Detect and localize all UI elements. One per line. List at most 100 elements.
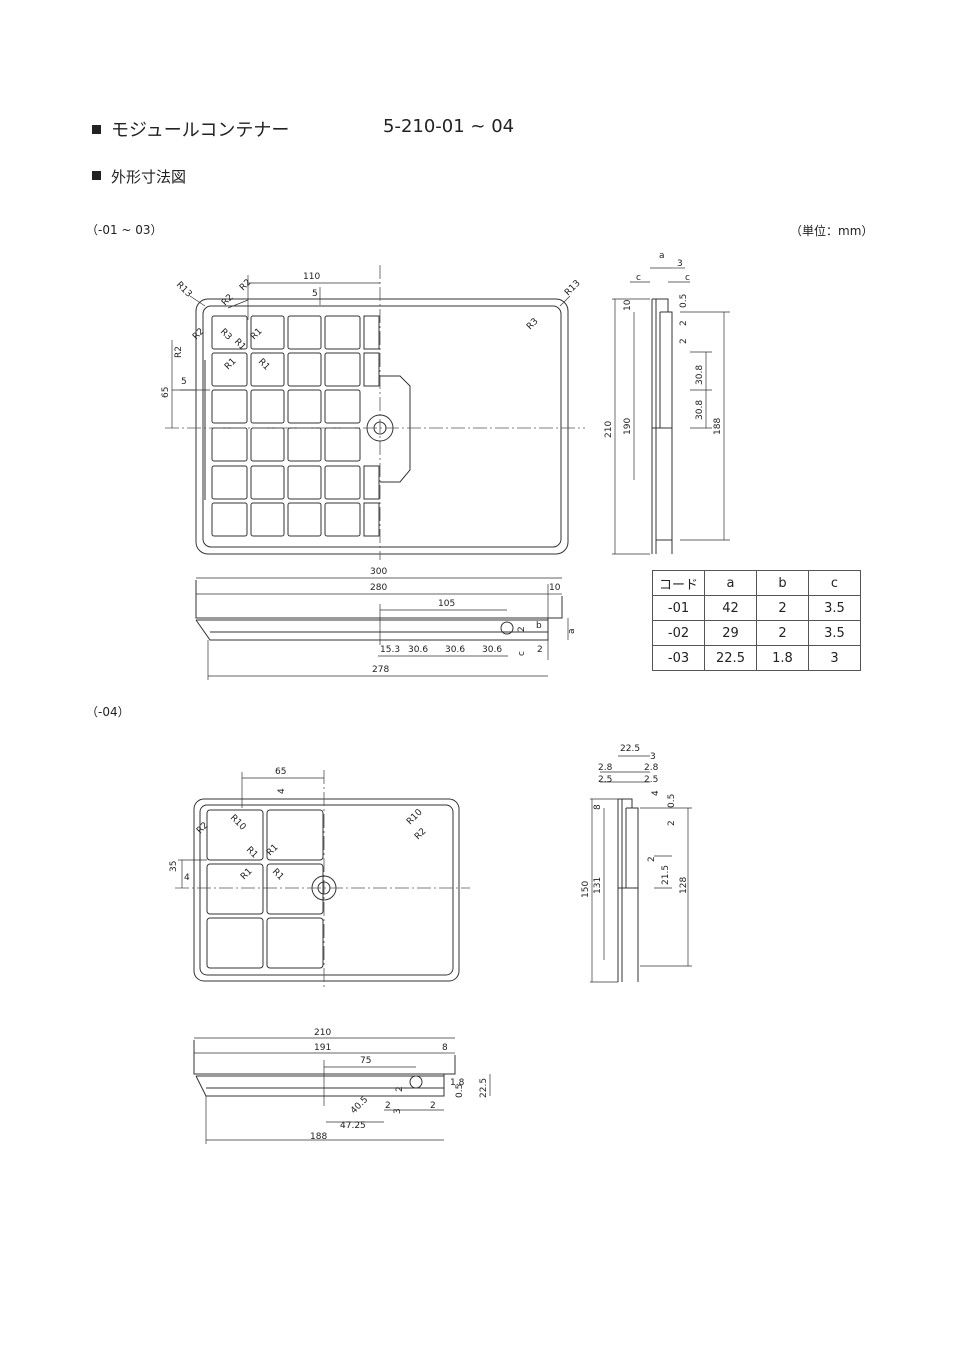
front-dim-b: b [536,621,542,631]
front-dim-2: 2 [517,626,527,632]
side04-dim-2-5-a: 2.5 [598,775,612,785]
side-dim-0-5: 0.5 [679,294,689,308]
dim04-r10-b: R10 [405,807,425,827]
unit-label: （単位：mm） [790,224,874,238]
side-dim-188: 188 [713,418,723,435]
drawing-04: 65 4 R10 R10 R2 R2 R1 R1 R1 R1 35 4 22.5… [169,744,692,1144]
dim-5-b: 5 [181,377,187,387]
table-cell: 2 [756,620,809,646]
side04-dim-2-5-b: 2.5 [644,775,658,785]
front-view-04 [193,1040,456,1097]
dim-r3-b: R3 [525,317,541,333]
table-header: a [704,570,757,596]
top-view-04-grid-cells [206,809,324,969]
table-row: -03 22.5 1.8 3 [652,645,861,671]
top-view-04-outline [193,798,460,982]
dim04-r10-a: R10 [228,813,248,833]
table-header-row: コード a b c [652,570,861,596]
front-dim-c: c [517,651,527,656]
top-view-outline [195,298,569,555]
dim-r3-a: R3 [218,327,234,343]
dim04-r1-a: R1 [244,845,260,861]
side04-dim-3: 3 [650,752,656,762]
dim-5: 5 [312,289,318,299]
side04-dim-22-5: 22.5 [620,744,640,754]
front-dim-2-b: 2 [537,645,543,655]
side-dim-a: a [659,251,665,261]
table-header: b [756,570,809,596]
side-dim-2a: 2 [679,320,689,326]
side-dim-10: 10 [623,299,633,311]
table-row: -01 42 2 3.5 [652,595,861,621]
dim04-r2-a: R2 [195,821,211,837]
front-dim-30-6-c: 30.6 [482,645,502,655]
dim04-65: 65 [275,767,286,777]
table-cell: -03 [652,645,705,671]
side-dim-3: 3 [677,259,683,269]
side04-dim-2-8-a: 2.8 [598,763,613,773]
front04-dim-188: 188 [310,1132,327,1142]
dim04-4: 4 [277,788,287,794]
front-dim-30-6-a: 30.6 [408,645,428,655]
front-dim-15-3: 15.3 [380,645,400,655]
table-cell: 22.5 [704,645,757,671]
front-dim-280: 280 [370,583,387,593]
dim04-r1-c: R1 [239,867,255,883]
table-cell: 2 [756,595,809,621]
front04-dim-2-a: 2 [395,1086,405,1092]
dim-r13-right: R13 [563,279,583,299]
front-dim-30-6-b: 30.6 [445,645,465,655]
side04-dim-2-8-b: 2.8 [644,763,659,773]
dim-r1-c: R1 [223,357,239,373]
dim04-4-b: 4 [184,873,190,883]
dim-r2-c: R2 [191,327,207,343]
front-dim-278: 278 [372,665,389,675]
section-title: 外形寸法図 [111,168,187,186]
side04-dim-4: 4 [651,790,661,796]
side04-dim-2-b: 2 [647,856,657,862]
table-header: コード [652,570,705,596]
table-cell: 1.8 [756,645,809,671]
table-cell: -02 [652,620,705,646]
side-dim-2b: 2 [679,338,689,344]
front04-dim-3: 3 [393,1108,403,1114]
side-dim-c1: c [636,273,641,283]
front-dim-10: 10 [549,583,561,593]
side-dim-190: 190 [623,418,633,435]
side04-dim-0-5: 0.5 [667,794,677,808]
table-cell: 29 [704,620,757,646]
side-dim-30-8-a: 30.8 [695,365,705,385]
front04-dim-22-5: 22.5 [479,1078,489,1098]
dim04-r1-d: R1 [270,867,286,883]
side-view-04 [617,798,639,982]
side04-dim-21-5: 21.5 [661,865,671,885]
dim-r1-d: R1 [256,357,272,373]
front04-dim-0-5: 0.5 [455,1084,465,1098]
bullet-square-icon [92,171,101,180]
product-code: 5-210-01 ~ 04 [383,116,515,137]
table-row: -02 29 2 3.5 [652,620,861,646]
drawing-01-03: 110 5 R13 R13 R2 R2 R2 R3 R3 R1 R1 R1 R1… [161,251,730,680]
bullet-square-icon [92,125,101,134]
front-dim-a: a [567,628,577,634]
front04-dim-210: 210 [314,1028,331,1038]
side04-dim-8: 8 [593,804,603,810]
dim-r2-b: R2 [238,278,254,294]
table-cell: 3 [808,645,861,671]
front04-dim-2-b: 2 [385,1101,391,1111]
front04-dim-75: 75 [360,1056,371,1066]
front04-dim-191: 191 [314,1043,331,1053]
variant-label-04: （-04） [86,705,130,719]
variant-label-01-03: （-01 ~ 03） [86,223,163,237]
dim04-r2-b: R2 [413,827,429,843]
front04-dim-1-8: 1.8 [450,1078,465,1088]
table-cell: -01 [652,595,705,621]
front04-dim-2-c: 2 [430,1101,436,1111]
side-view-01-03 [651,298,673,554]
top-view-grid-cells [211,315,380,537]
side-dim-30-8-b: 30.8 [695,400,705,420]
table-cell: 42 [704,595,757,621]
dim-r1-a: R1 [232,337,248,353]
section-title-row: 外形寸法図 [92,166,186,187]
dim-65: 65 [161,387,171,398]
